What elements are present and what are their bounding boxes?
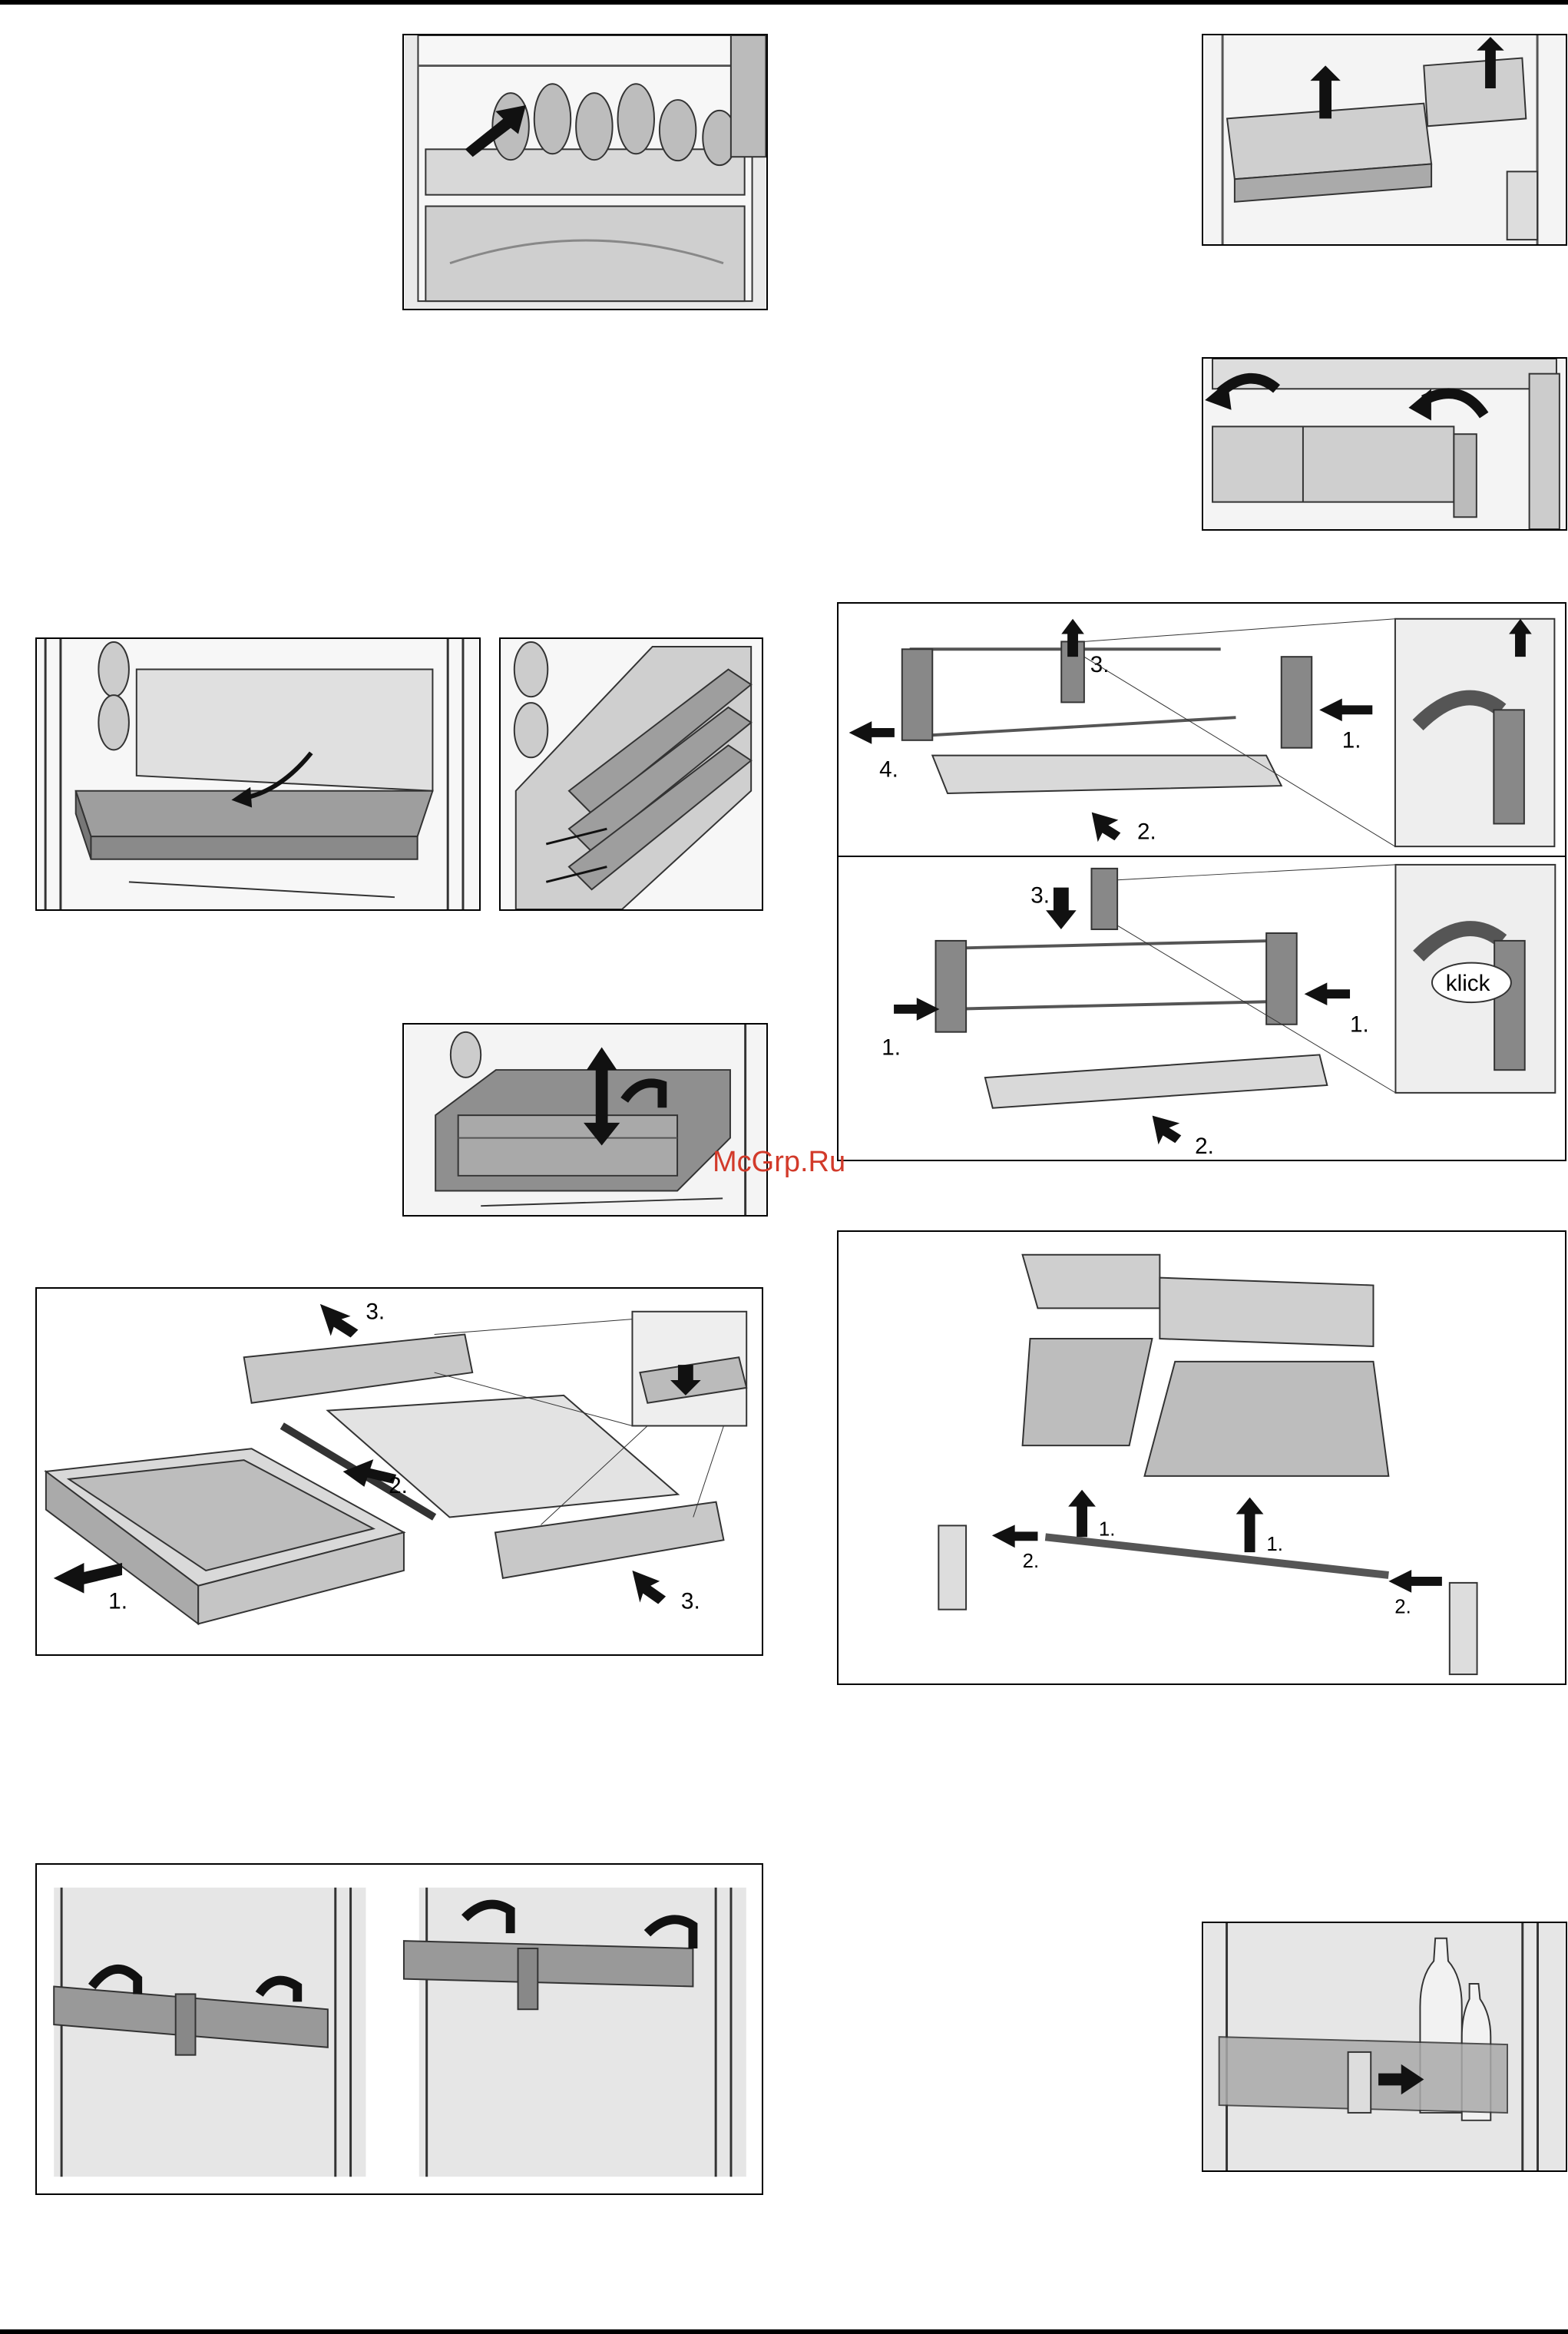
figure-bottle-rack xyxy=(402,34,768,310)
bottom-rule xyxy=(0,2329,1568,2334)
figure-door-boxes-lift xyxy=(1202,34,1567,246)
klick-label: klick xyxy=(1446,971,1490,996)
figure-drawer-lift-out xyxy=(402,1023,768,1217)
shelf-install-step-3-label: 3. xyxy=(1030,882,1050,908)
tray-step-2-right-label: 2. xyxy=(1394,1597,1411,1618)
figure-door-boxes-remove xyxy=(1202,357,1567,531)
shelf-install-step-1-left-label: 1. xyxy=(882,1035,901,1060)
tray-step-1-left-label: 1. xyxy=(1099,1518,1116,1540)
figure-drawer-pull-out xyxy=(35,637,481,911)
figure-bottle-holder xyxy=(1202,1922,1567,2172)
tray-step-1-right-label: 1. xyxy=(1266,1534,1283,1555)
shelf-removal-step-4-label: 4. xyxy=(879,756,898,782)
drawer-step-3-top-label: 3. xyxy=(366,1299,385,1325)
figure-shelf-removal: 3. 1. 4. 2. xyxy=(837,602,1566,857)
top-rule xyxy=(0,0,1568,5)
watermark: McGrp.Ru xyxy=(713,1146,845,1179)
figure-drawer-glass-removal: 1. 2. 3. 3. xyxy=(35,1287,763,1656)
tray-step-2-left-label: 2. xyxy=(1023,1551,1040,1572)
shelf-removal-step-2-label: 2. xyxy=(1137,819,1156,844)
shelf-removal-step-1-label: 1. xyxy=(1342,728,1361,753)
figure-tray-assembly: 1. 1. 2. 2. xyxy=(837,1230,1566,1685)
drawer-step-3-bottom-label: 3. xyxy=(681,1589,700,1614)
figure-shelf-install: 3. 1. 1. 2. klick xyxy=(837,856,1566,1161)
figure-drawer-rail-detail xyxy=(499,637,763,911)
shelf-install-step-1-right-label: 1. xyxy=(1350,1012,1369,1038)
drawer-step-1-label: 1. xyxy=(108,1589,127,1614)
shelf-install-step-2-label: 2. xyxy=(1195,1134,1214,1159)
shelf-removal-step-3-label: 3. xyxy=(1090,652,1110,677)
figure-door-shelf-removal xyxy=(35,1863,763,2195)
